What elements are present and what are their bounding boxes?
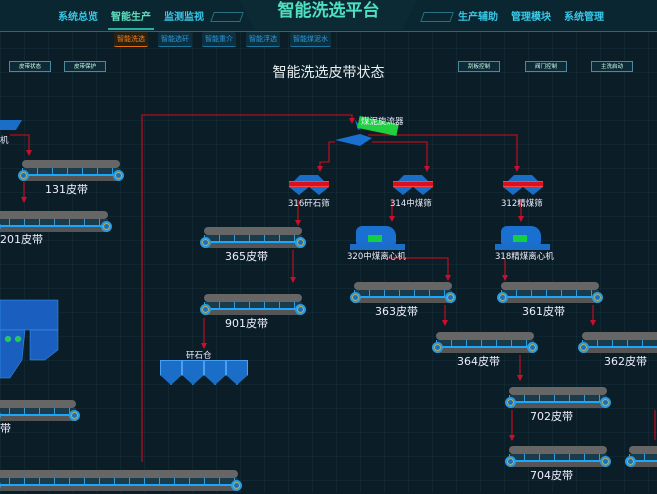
roller-icon xyxy=(600,456,611,467)
belt-status-button[interactable]: 皮带状态 xyxy=(9,61,51,72)
nav-overview[interactable]: 系统总览 xyxy=(58,12,98,23)
belt-label: 365皮带 xyxy=(225,250,268,263)
bunker-label: 矸石仓 xyxy=(186,351,212,361)
roller-icon xyxy=(113,170,124,181)
belt-label: 131皮带 xyxy=(45,183,88,196)
centrifuge-label: 318精煤离心机 xyxy=(495,252,554,262)
scraper-control-button[interactable]: 刮板控制 xyxy=(458,61,500,72)
roller-icon xyxy=(592,292,603,303)
belt-label: 363皮带 xyxy=(375,305,418,318)
screen-316[interactable] xyxy=(289,175,329,195)
roller-icon xyxy=(625,456,636,467)
conveyor-belt[interactable] xyxy=(432,332,538,356)
nav-assist[interactable]: 生产辅助 xyxy=(458,12,498,23)
conveyor-belt[interactable] xyxy=(18,160,124,184)
subtab-flotation[interactable]: 智能浮选 xyxy=(246,32,280,47)
nav-production[interactable]: 智能生产 xyxy=(108,10,154,30)
roller-icon xyxy=(497,292,508,303)
conveyor-belt[interactable] xyxy=(505,446,611,470)
plant-building-icon xyxy=(0,299,59,379)
subtab-gangue[interactable]: 智能选矸 xyxy=(158,32,192,47)
screen-312[interactable] xyxy=(503,175,543,195)
conveyor-belt[interactable] xyxy=(0,470,242,494)
belt-protection-button[interactable]: 皮带保护 xyxy=(64,61,106,72)
roller-icon xyxy=(527,342,538,353)
belt-label: 361皮带 xyxy=(522,305,565,318)
page-title: 智能洗选皮带状态 xyxy=(272,65,385,81)
belt-label: 901皮带 xyxy=(225,317,268,330)
subtab-slime-water[interactable]: 智能煤泥水 xyxy=(290,32,331,47)
roller-icon xyxy=(231,480,242,491)
conveyor-belt[interactable] xyxy=(350,282,456,306)
roller-icon xyxy=(432,342,443,353)
subtab-dense-medium[interactable]: 智能重介 xyxy=(202,32,236,47)
cyclone-icon xyxy=(335,115,399,146)
main-wash-start-button[interactable]: 主洗启动 xyxy=(591,61,633,72)
roller-icon xyxy=(69,410,80,421)
roller-icon xyxy=(578,342,589,353)
roller-icon xyxy=(295,237,306,248)
valve-control-button[interactable]: 阀门控制 xyxy=(525,61,567,72)
subtab-washing[interactable]: 智能洗选 xyxy=(114,32,148,47)
bunker-icon xyxy=(160,360,182,385)
screen-label: 314中煤筛 xyxy=(390,199,432,209)
roller-icon xyxy=(101,221,112,232)
conveyor-belt[interactable] xyxy=(497,282,603,306)
screen-label: 312精煤筛 xyxy=(501,199,543,209)
conveyor-belt[interactable] xyxy=(505,387,611,411)
feeder-label: 机 xyxy=(0,136,9,146)
belt-label: 702皮带 xyxy=(530,410,573,423)
cyclone-label: 煤泥旋流器 xyxy=(361,117,404,127)
bunker-icon xyxy=(204,360,226,385)
bunker-icon xyxy=(226,360,248,385)
belt-label: 362皮带 xyxy=(604,355,647,368)
conveyor-belt[interactable] xyxy=(625,446,657,470)
centrifuge-label: 320中煤离心机 xyxy=(347,252,406,262)
nav-system[interactable]: 系统管理 xyxy=(564,12,604,23)
belt-label: 364皮带 xyxy=(457,355,500,368)
centrifuge-320[interactable] xyxy=(350,222,405,252)
bunker-icon xyxy=(182,360,204,385)
nav-management[interactable]: 管理模块 xyxy=(511,12,551,23)
roller-icon xyxy=(200,304,211,315)
roller-icon xyxy=(600,397,611,408)
belt-label: 201皮带 xyxy=(0,233,43,246)
conveyor-belt[interactable] xyxy=(0,400,80,424)
belt-label: 704皮带 xyxy=(530,469,573,482)
belt-label: 带 xyxy=(0,422,11,435)
roller-icon xyxy=(295,304,306,315)
roller-icon xyxy=(350,292,361,303)
conveyor-belt[interactable] xyxy=(0,211,112,235)
feeder-icon xyxy=(0,120,22,130)
conveyor-belt[interactable] xyxy=(200,294,306,318)
app-title: 智能洗选平台 xyxy=(240,0,417,30)
conveyor-belt[interactable] xyxy=(578,332,657,356)
roller-icon xyxy=(505,397,516,408)
roller-icon xyxy=(445,292,456,303)
conveyor-belt[interactable] xyxy=(200,227,306,251)
centrifuge-318[interactable] xyxy=(495,222,550,252)
nav-monitoring[interactable]: 监测监视 xyxy=(164,12,204,23)
roller-icon xyxy=(505,456,516,467)
roller-icon xyxy=(18,170,29,181)
screen-314[interactable] xyxy=(393,175,433,195)
roller-icon xyxy=(200,237,211,248)
screen-label: 316矸石筛 xyxy=(288,199,330,209)
